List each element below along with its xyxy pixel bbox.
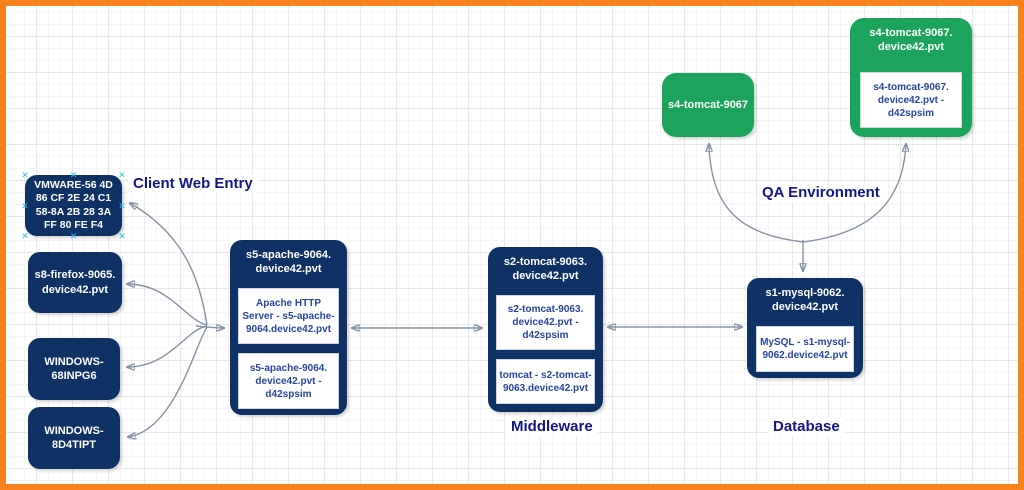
node-apache[interactable]: s5-apache-9064. device42.pvt Apache HTTP…	[230, 240, 347, 415]
label-client-web-entry[interactable]: Client Web Entry	[128, 174, 258, 193]
node-tomcat-qa-small[interactable]: s4-tomcat-9067	[662, 73, 754, 137]
node-title: WINDOWS- 8D4TIPT	[44, 424, 104, 451]
edge-apache-vmware[interactable]	[130, 203, 208, 326]
node-title: s2-tomcat-9063. device42.pvt	[503, 256, 588, 283]
node-mysql[interactable]: s1-mysql-9062. device42.pvt MySQL - s1-m…	[747, 278, 863, 378]
node-windows-8d4tipt[interactable]: WINDOWS- 8D4TIPT	[28, 407, 120, 469]
selection-handle[interactable]: ✕	[69, 170, 78, 180]
tomcat-qa-sim-box[interactable]: s4-tomcat-9067. device42.pvt - d42spsim	[860, 72, 962, 128]
edge-apache-firefox[interactable]	[127, 284, 208, 326]
selection-handle[interactable]: ✕	[118, 231, 126, 241]
edge-mysql-tomcat-qa-small[interactable]	[709, 144, 804, 243]
label-qa-environment[interactable]: QA Environment	[757, 183, 885, 202]
selection-handle[interactable]: ✕	[118, 200, 126, 211]
tomcat-service-box[interactable]: tomcat - s2-tomcat- 9063.device42.pvt	[496, 359, 595, 404]
mysql-service-box[interactable]: MySQL - s1-mysql- 9062.device42.pvt	[756, 326, 854, 372]
apache-service-box[interactable]: Apache HTTP Server - s5-apache- 9064.dev…	[238, 288, 339, 344]
edge-apache-windows-8d4tipt[interactable]	[128, 326, 208, 437]
node-windows-68inpg6[interactable]: WINDOWS- 68INPG6	[28, 338, 120, 400]
node-title: VMWARE-56 4D 86 CF 2E 24 C1 58-8A 2B 28 …	[34, 178, 113, 231]
apache-sim-box[interactable]: s5-apache-9064. device42.pvt - d42spsim	[238, 353, 339, 409]
node-tomcat-middleware[interactable]: s2-tomcat-9063. device42.pvt s2-tomcat-9…	[488, 247, 603, 412]
edge-fan-into-apache[interactable]	[195, 326, 224, 328]
selection-handle[interactable]: ✕	[21, 200, 29, 211]
node-title: s4-tomcat-9067. device42.pvt	[869, 27, 953, 54]
node-title: s4-tomcat-9067	[667, 98, 749, 111]
node-title: s1-mysql-9062. device42.pvt	[765, 287, 845, 314]
selection-handle[interactable]: ✕	[21, 170, 29, 180]
tomcat-sim-box[interactable]: s2-tomcat-9063. device42.pvt - d42spsim	[496, 295, 595, 350]
selection-handle[interactable]: ✕	[69, 231, 78, 241]
selection-handle[interactable]: ✕	[21, 231, 29, 241]
node-firefox[interactable]: s8-firefox-9065. device42.pvt	[28, 252, 122, 313]
selection-handle[interactable]: ✕	[118, 170, 126, 180]
node-title: s5-apache-9064. device42.pvt	[246, 249, 331, 276]
label-middleware[interactable]: Middleware	[506, 417, 598, 436]
edge-mysql-tomcat-qa-large[interactable]	[802, 144, 906, 243]
node-title: s8-firefox-9065. device42.pvt	[34, 269, 116, 296]
node-title: WINDOWS- 68INPG6	[44, 355, 104, 382]
node-tomcat-qa-large[interactable]: s4-tomcat-9067. device42.pvt s4-tomcat-9…	[850, 18, 972, 137]
node-vmware[interactable]: VMWARE-56 4D 86 CF 2E 24 C1 58-8A 2B 28 …	[21, 171, 126, 241]
label-database[interactable]: Database	[768, 417, 845, 436]
edge-apache-windows-68inpg6[interactable]	[127, 325, 208, 367]
